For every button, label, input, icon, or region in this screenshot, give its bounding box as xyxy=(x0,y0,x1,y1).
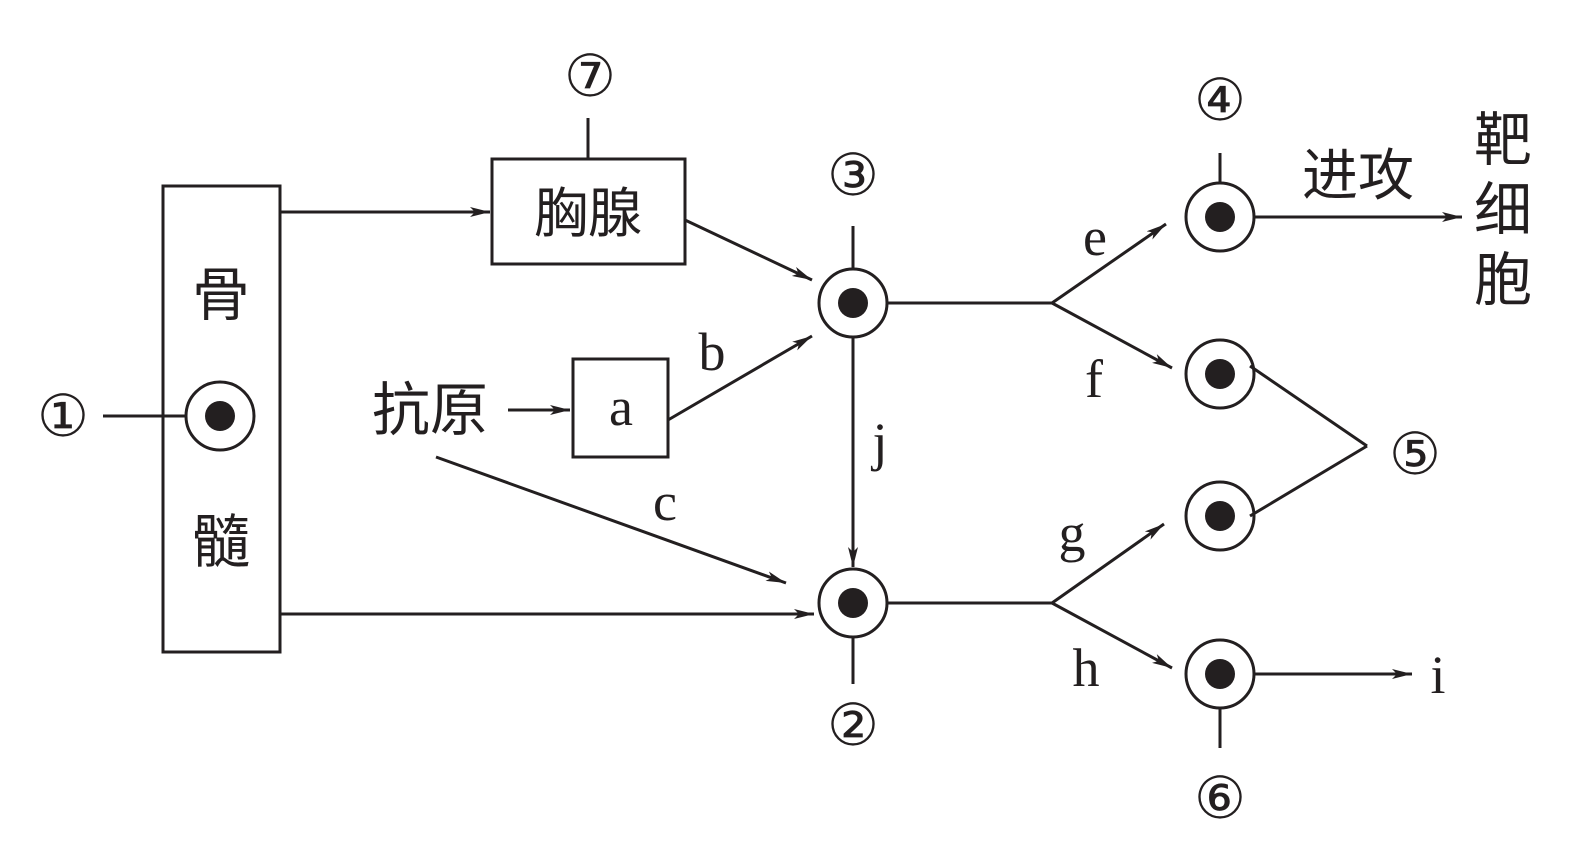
edge-label-j: j xyxy=(870,412,887,472)
memory-leader-lower xyxy=(1249,444,1368,518)
marker-1: ① xyxy=(37,384,89,449)
edge-label-e: e xyxy=(1083,207,1107,267)
edge-label-g: g xyxy=(1059,503,1086,563)
memory-t-cell-nucleus xyxy=(1205,359,1235,389)
edge-label-h: h xyxy=(1073,638,1100,698)
edge-label-c: c xyxy=(653,472,677,532)
arrow-f xyxy=(1051,301,1173,370)
bone-marrow-label-bottom: 髓 xyxy=(192,508,250,576)
box-a xyxy=(571,357,670,459)
t-cell-nucleus xyxy=(838,288,868,318)
plasma-cell-nucleus xyxy=(1205,659,1235,689)
target-cell-label-3: 胞 xyxy=(1474,246,1532,314)
edge-label-f: f xyxy=(1085,349,1103,409)
arrow-c xyxy=(435,455,787,585)
target-cell-label-2: 细 xyxy=(1474,176,1532,244)
marker-4: ④ xyxy=(1194,68,1246,133)
target-cell-label-1: 靶 xyxy=(1474,106,1532,174)
bone-marrow-label-top: 骨 xyxy=(192,261,250,329)
memory-leader-upper xyxy=(1249,364,1368,448)
b-cell-nucleus xyxy=(838,588,868,618)
marker-2: ② xyxy=(827,693,879,758)
attack-label: 进攻 xyxy=(1302,144,1414,209)
effector-t-cell-nucleus xyxy=(1205,202,1235,232)
thymus-label: 胸腺 xyxy=(534,182,642,245)
arrow-h xyxy=(1051,601,1173,670)
marker-3: ③ xyxy=(827,143,879,208)
arrow-e xyxy=(1051,222,1167,305)
edge-label-b: b xyxy=(699,322,726,382)
arrow-b xyxy=(667,334,813,422)
thymus-box xyxy=(490,157,687,266)
arrow-g xyxy=(1051,522,1165,605)
arrow-thymus-to-t-cell xyxy=(684,218,813,282)
stem-cell-nucleus xyxy=(205,401,235,431)
marker-5: ⑤ xyxy=(1389,422,1441,487)
box-a-label: a xyxy=(609,377,633,437)
antigen-label: 抗原 xyxy=(372,376,488,444)
memory-b-cell-nucleus xyxy=(1205,501,1235,531)
marker-7: ⑦ xyxy=(564,44,616,109)
marker-6: ⑥ xyxy=(1194,766,1246,831)
edge-label-i: i xyxy=(1430,645,1445,705)
